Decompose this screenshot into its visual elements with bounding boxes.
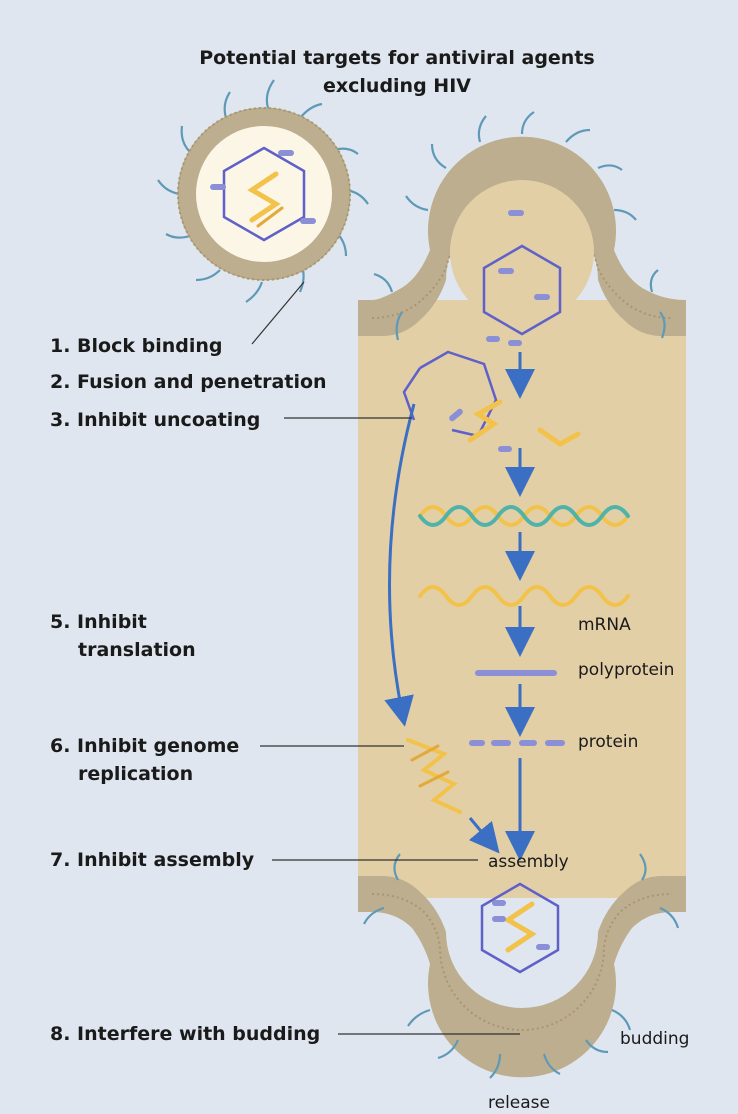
cell-membrane-top — [358, 136, 686, 336]
diagram-title-line2: excluding HIV — [323, 75, 471, 97]
internalised-proteins — [486, 210, 550, 346]
target-label-inhibit-genome-line2: replication — [78, 763, 193, 785]
target-label-block-binding: 1. Block binding — [50, 335, 223, 357]
free-virion — [157, 79, 369, 303]
stage-label-budding: budding — [620, 1029, 689, 1049]
leader-block-binding — [251, 281, 305, 345]
pathway-arrows — [384, 352, 535, 861]
virion-proteins — [210, 150, 316, 224]
target-label-inhibit-translation-line2: translation — [78, 639, 196, 661]
diagram-title-line1: Potential targets for antiviral agents — [199, 47, 594, 69]
assembled-capsid — [480, 882, 560, 974]
budding-virion-top-interior — [450, 180, 594, 324]
target-label-inhibit-genome-line1: 6. Inhibit genome — [50, 735, 239, 757]
stage-label-protein: protein — [578, 732, 638, 752]
target-label-interfere-budding: 8. Interfere with budding — [50, 1023, 320, 1045]
cell-membrane-bottom — [358, 876, 686, 1078]
replicating-genome — [406, 738, 462, 814]
dna-double-helix — [418, 505, 630, 527]
virion-interior — [196, 126, 332, 262]
target-label-inhibit-uncoating: 3. Inhibit uncoating — [50, 409, 260, 431]
stage-label-polyprotein: polyprotein — [578, 660, 674, 680]
assembled-genome — [503, 901, 537, 953]
mrna-strand — [418, 585, 630, 607]
cell-bottom-spikes — [363, 853, 680, 1079]
cell-top-spikes — [373, 111, 666, 341]
stage-label-assembly: assembly — [488, 852, 569, 872]
released-genome — [467, 399, 581, 447]
virion-genome — [247, 171, 284, 228]
stage-label-release: release — [488, 1093, 550, 1113]
virion-capsid — [222, 146, 306, 242]
target-label-inhibit-translation-line1: 5. Inhibit — [50, 611, 147, 633]
stage-label-mrna: mRNA — [578, 615, 631, 635]
target-label-fusion-penetration: 2. Fusion and penetration — [50, 371, 327, 393]
target-label-inhibit-assembly: 7. Inhibit assembly — [50, 849, 255, 871]
internalised-capsid — [482, 244, 562, 336]
